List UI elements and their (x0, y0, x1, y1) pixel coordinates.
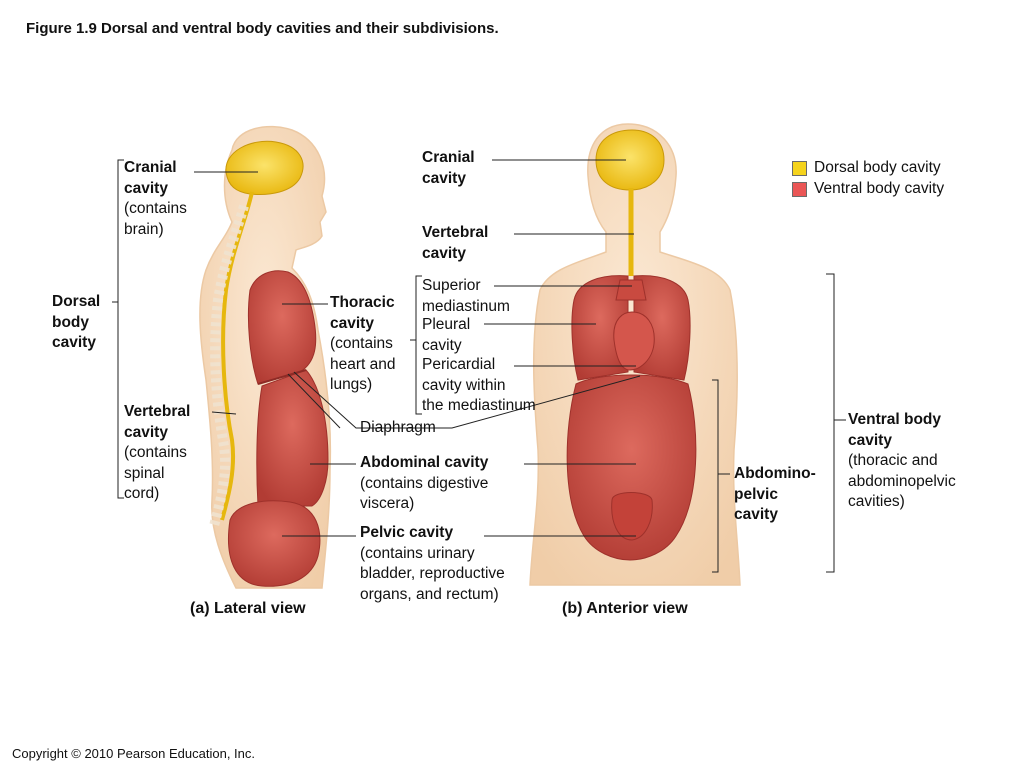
pelvic-cavity-label: Pelvic cavity (contains urinary bladder,… (360, 524, 505, 603)
legend-item-ventral: Ventral body cavity (792, 180, 944, 198)
abdominal-cavity-label: Abdominal cavity (contains digestive vis… (360, 454, 489, 512)
lateral-view-caption: (a) Lateral view (190, 600, 306, 617)
anterior-brain (595, 129, 665, 191)
anterior-vertebral-cavity-label: Vertebral cavity (422, 224, 489, 262)
lateral-cranial-cavity-label: Cranial cavity (contains brain) (124, 159, 187, 238)
figure-title: Figure 1.9 Dorsal and ventral body cavit… (26, 20, 499, 37)
lateral-thoracic-cavity (247, 270, 317, 385)
legend-item-dorsal: Dorsal body cavity (792, 159, 941, 177)
lateral-vertebral-cavity-label: Vertebral cavity (contains spinal cord) (124, 403, 191, 502)
pericardial-cavity-label: Pericardial cavity within the mediastinu… (422, 356, 536, 414)
ventral-swatch (792, 181, 807, 197)
anterior-cranial-cavity-label: Cranial cavity (422, 149, 475, 187)
lateral-abdominal-cavity (256, 369, 329, 507)
anterior-left-lung (571, 275, 629, 381)
anterior-body (529, 123, 741, 586)
lateral-pelvic-cavity (228, 500, 321, 587)
abdominopelvic-cavity-label: Abdomino- pelvic cavity (734, 465, 816, 523)
dorsal-swatch (792, 160, 807, 176)
legend-ventral-label: Ventral body cavity (814, 180, 945, 197)
lateral-body (199, 125, 332, 589)
pleural-cavity-label: Pleural cavity (422, 316, 471, 354)
copyright-notice: Copyright © 2010 Pearson Education, Inc. (12, 746, 256, 761)
leader-lines (112, 159, 846, 573)
dorsal-body-cavity-label: Dorsal body cavity (52, 293, 101, 351)
thoracic-cavity-label: Thoracic cavity (contains heart and lung… (330, 294, 396, 393)
legend-dorsal-label: Dorsal body cavity (814, 159, 941, 176)
ventral-body-cavity-label: Ventral body cavity (thoracic and abdomi… (848, 411, 956, 510)
anterior-pericardial-cavity (613, 311, 655, 371)
lateral-brain (225, 140, 304, 195)
anterior-abdominopelvic-cavity (566, 374, 697, 561)
diaphragm-label: Diaphragm (360, 419, 436, 436)
anterior-view-caption: (b) Anterior view (562, 600, 688, 617)
superior-mediastinum-label: Superior mediastinum (422, 277, 510, 315)
